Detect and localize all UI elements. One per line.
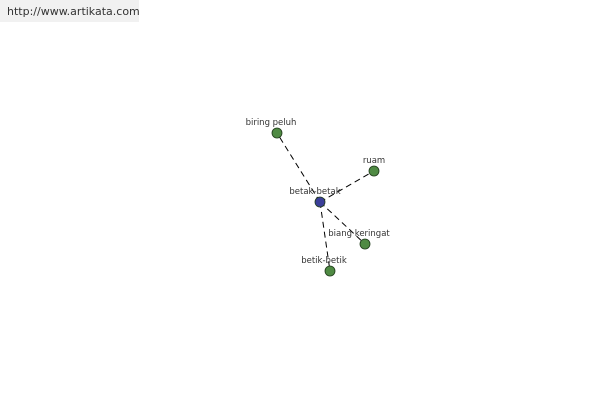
related-node-label[interactable]: ruam bbox=[363, 156, 385, 166]
related-node[interactable] bbox=[324, 265, 336, 277]
related-node[interactable] bbox=[359, 238, 371, 250]
related-node[interactable] bbox=[368, 165, 380, 177]
source-url-bar: http://www.artikata.com bbox=[0, 0, 140, 22]
edges-layer bbox=[276, 132, 375, 272]
related-node-label[interactable]: biring peluh bbox=[246, 118, 297, 128]
labels-layer: biring peluh ruam biang keringat betik-beti… bbox=[246, 118, 391, 266]
edge-center-n2 bbox=[319, 170, 375, 203]
source-url[interactable]: http://www.artikata.com bbox=[7, 5, 140, 18]
edge-center-n1 bbox=[276, 132, 321, 203]
center-node[interactable] bbox=[314, 196, 326, 208]
related-node-label[interactable]: biang keringat bbox=[328, 229, 390, 239]
related-node[interactable] bbox=[271, 127, 283, 139]
edge-center-n3 bbox=[319, 201, 366, 245]
related-node-label[interactable]: betik-betik bbox=[301, 256, 347, 266]
nodes-layer bbox=[271, 127, 380, 277]
center-node-label[interactable]: betak-betak bbox=[289, 187, 340, 197]
edge-center-n4 bbox=[319, 201, 331, 272]
